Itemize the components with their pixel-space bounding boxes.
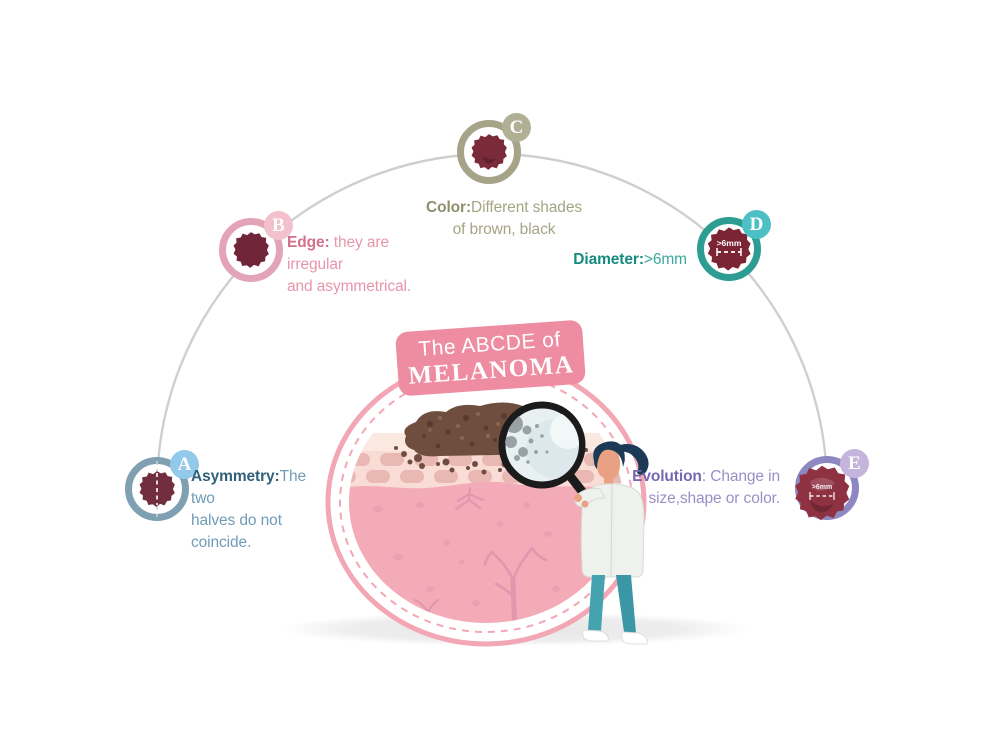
edge-text: Edge: they are irregular and asymmetrica…	[287, 234, 412, 295]
badge-a-letter: A	[170, 450, 199, 479]
svg-text:>6mm: >6mm	[812, 484, 832, 491]
title-banner: The ABCDE of MELANOMA	[394, 319, 587, 397]
blood-vessels	[413, 486, 548, 623]
badge-a-mole-icon	[139, 461, 175, 517]
badge-b-mole-icon	[233, 232, 269, 268]
badge-c-letter: C	[502, 113, 531, 142]
asymmetry-text: Asymmetry:The two halves do not coincide…	[191, 468, 307, 551]
badge-e: >6mm E	[795, 449, 869, 521]
badge-b-letter: B	[264, 211, 293, 240]
dermis-dots	[370, 502, 560, 606]
badge-a: A	[125, 450, 199, 521]
skin-illustration	[325, 357, 649, 647]
diameter-text: Diameter:>6mm	[573, 251, 687, 268]
scientist-figure	[574, 441, 649, 645]
evolution-text: Evolution: Change in size,shape or color…	[632, 468, 780, 507]
badge-c: C	[457, 113, 531, 184]
color-text: Color:Different shades of brown, black	[425, 199, 583, 238]
badge-d-letter: D	[742, 210, 771, 239]
badge-c-mole-icon	[471, 134, 507, 170]
badge-d-mole-icon: >6mm	[707, 227, 751, 271]
badge-d: >6mm D	[697, 210, 771, 281]
badge-e-letter: E	[840, 449, 869, 478]
svg-text:>6mm: >6mm	[717, 238, 742, 248]
badge-e-mole-icon: >6mm	[795, 465, 850, 521]
magnifying-glass-icon	[498, 401, 594, 505]
badge-b: B	[219, 211, 293, 282]
